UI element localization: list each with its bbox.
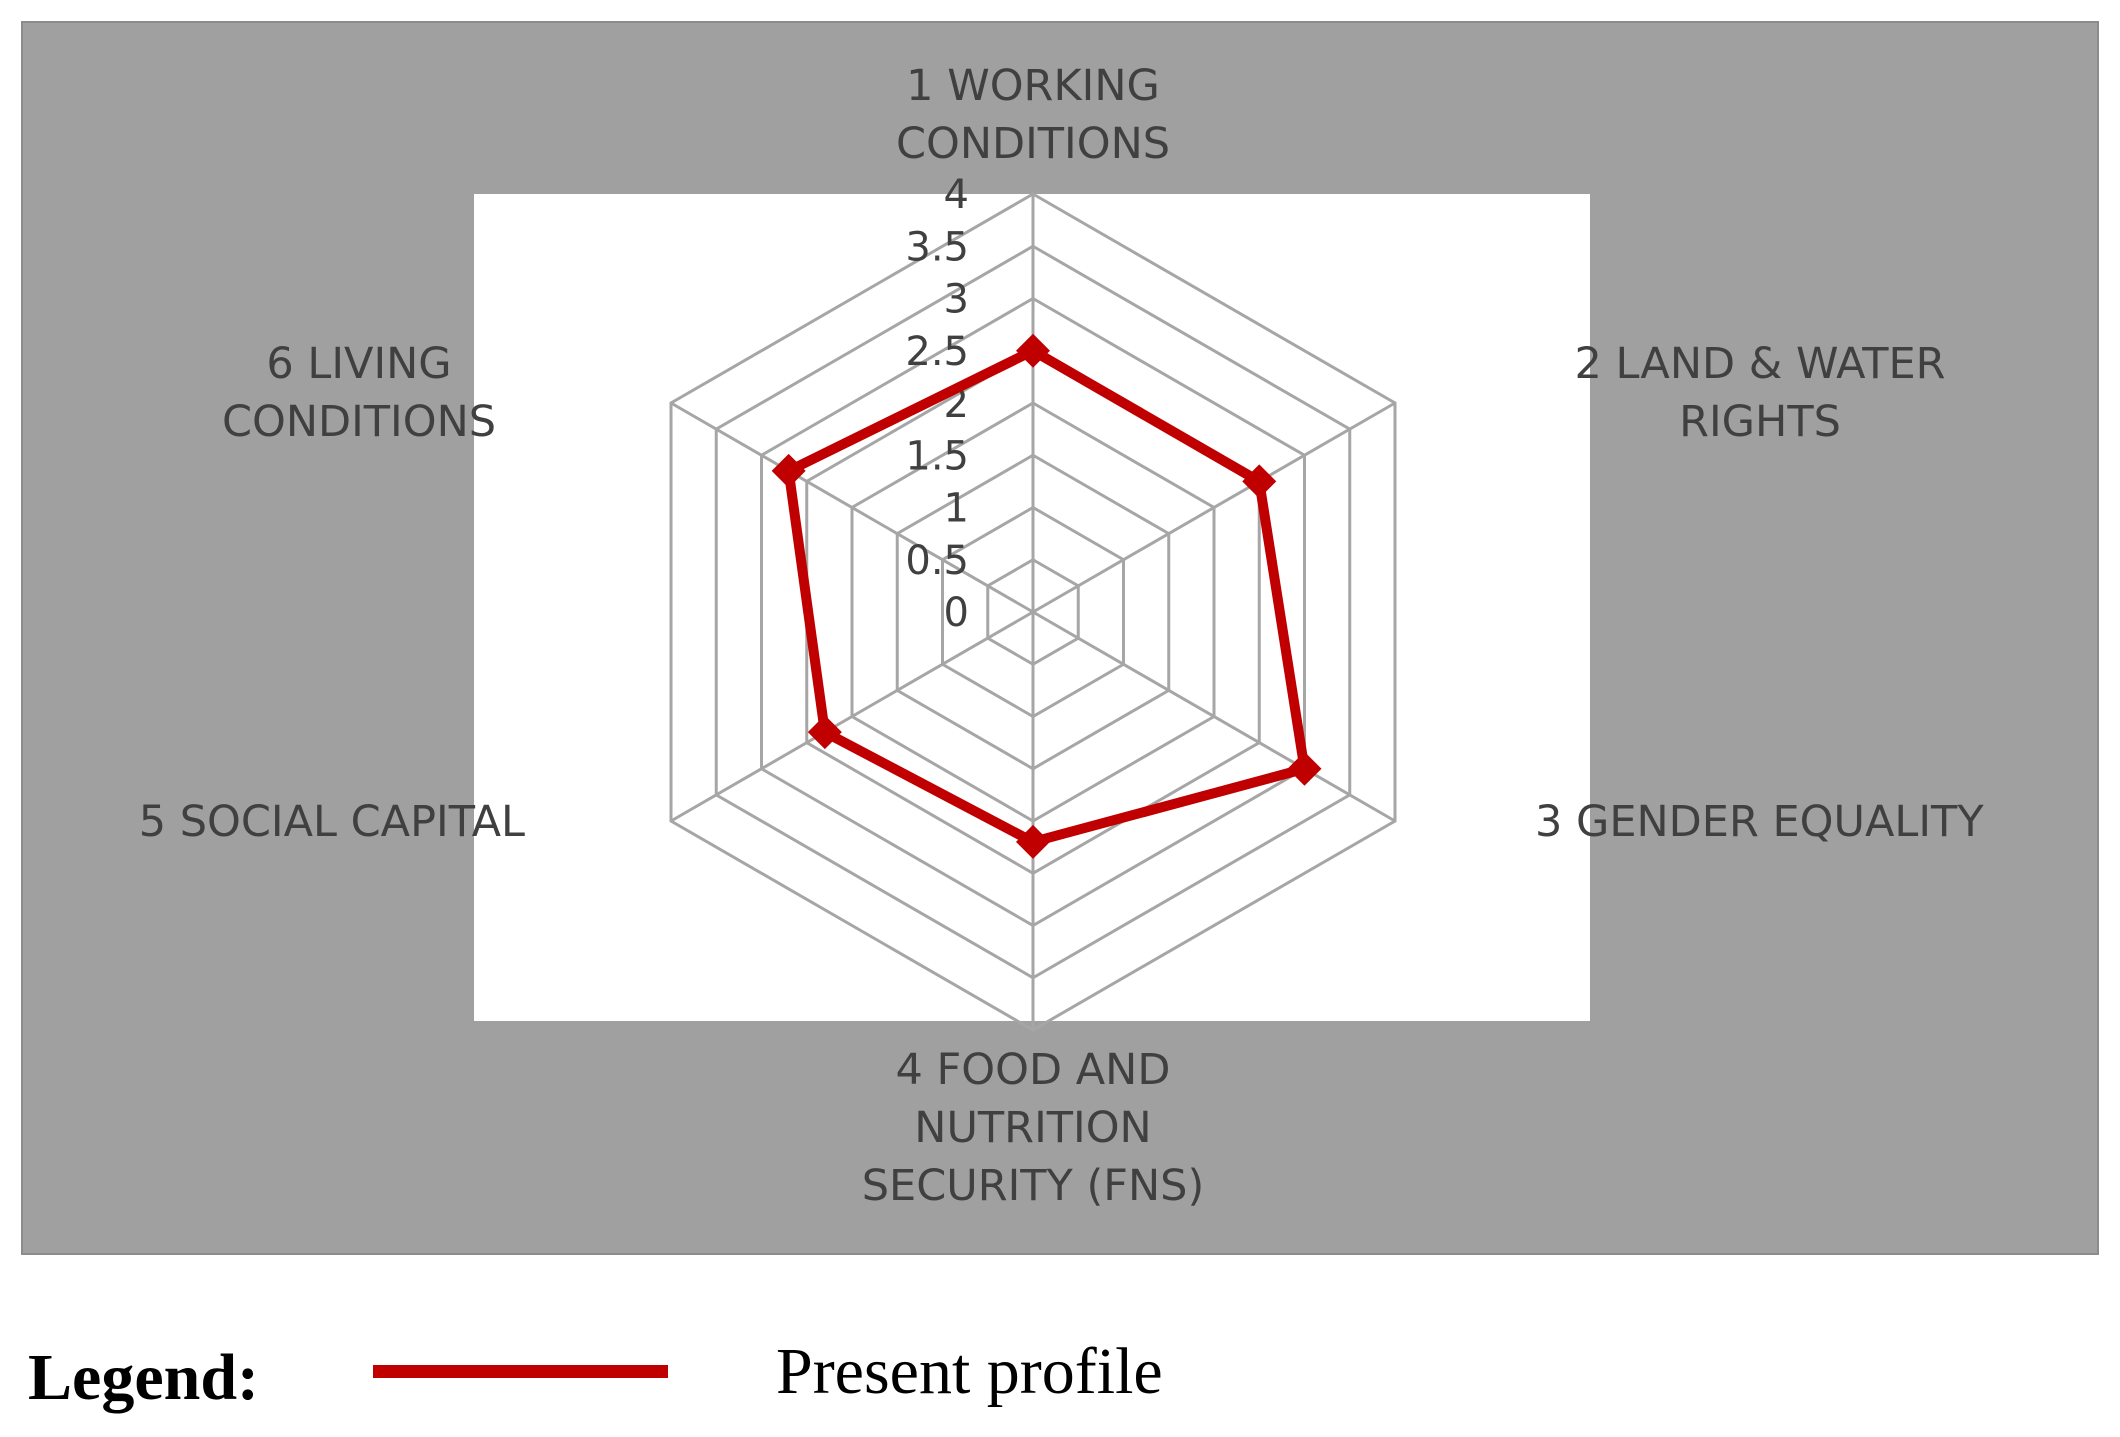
series-marker — [807, 715, 842, 750]
legend-entry-label: Present profile — [776, 1335, 1163, 1408]
category-label: 5 SOCIAL CAPITAL — [139, 797, 525, 847]
radial-tick-label: 2.5 — [905, 329, 969, 375]
grid-spoke — [670, 401, 1034, 614]
radial-tick-label: 1 — [944, 486, 969, 532]
series-marker — [1016, 824, 1050, 859]
radial-tick-label: 1.5 — [905, 433, 969, 479]
radial-tick-label: 3 — [944, 277, 969, 323]
legend: Legend: Present profile — [28, 1320, 2088, 1430]
grid-spoke — [1032, 401, 1396, 614]
radial-tick-label: 0.5 — [905, 538, 969, 584]
legend-series-swatch — [373, 1365, 668, 1378]
radial-tick-label: 3.5 — [905, 224, 969, 270]
radar-grid — [669, 192, 1397, 1032]
category-label: 3 GENDER EQUALITY — [1535, 797, 1984, 847]
radial-tick-label: 4 — [944, 172, 969, 218]
grid-spoke — [1032, 610, 1396, 823]
series-marker — [1242, 464, 1277, 499]
series-marker — [1016, 333, 1050, 368]
series-marker — [771, 453, 806, 488]
series-marker — [1287, 751, 1322, 786]
radial-tick-labels: 00.511.522.533.54 — [905, 172, 969, 636]
radial-tick-label: 0 — [944, 590, 969, 636]
grid-spoke — [670, 610, 1034, 823]
series-layer — [771, 333, 1322, 859]
legend-title: Legend: — [28, 1341, 259, 1414]
